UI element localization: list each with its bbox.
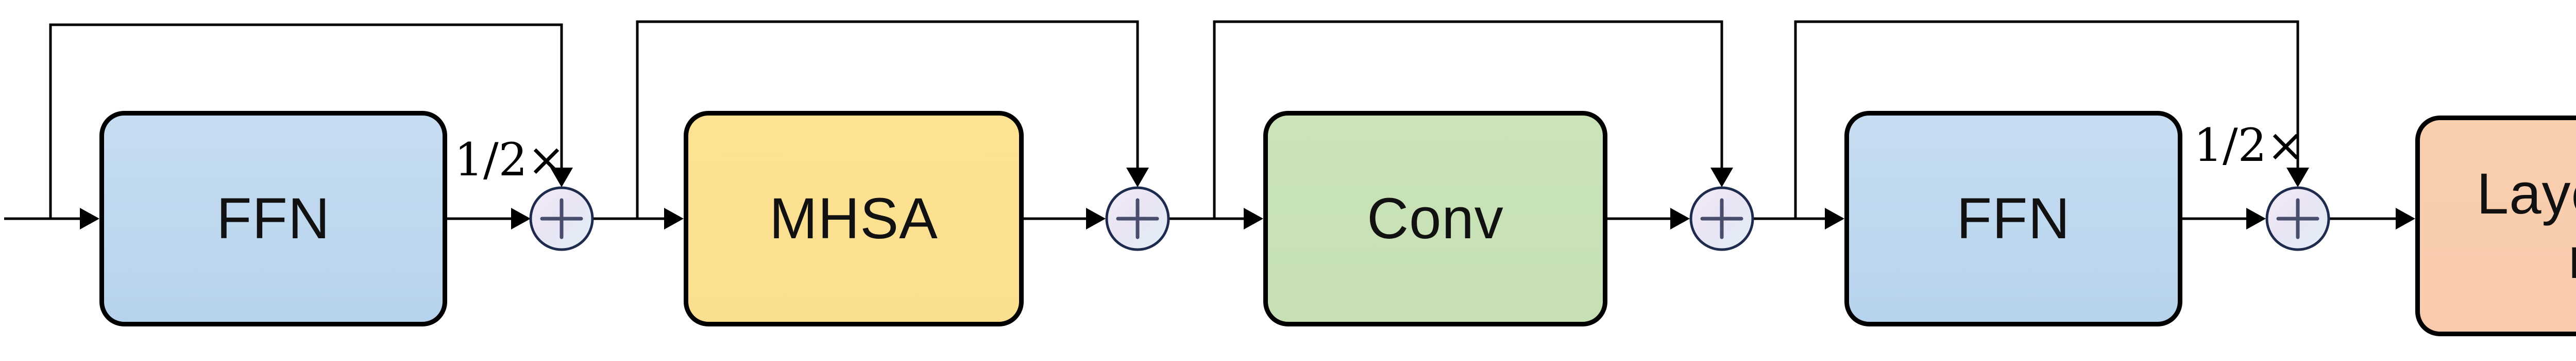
block-mhsa: MHSA: [684, 111, 1024, 326]
scale-factor-label-1: 1/2×: [454, 133, 566, 186]
add-operator-icon: [1700, 198, 1743, 239]
block-layernorm: Layernorm: [2415, 116, 2576, 336]
block-ffn-2: FFN: [1844, 111, 2182, 326]
skip-connection-3: [1213, 20, 1723, 219]
skip-connection-2: [636, 20, 1139, 219]
block-ffn-1-label: FFN: [216, 186, 330, 251]
block-conv-label: Conv: [1367, 186, 1504, 251]
adder-node-1: [529, 186, 594, 251]
block-layernorm-label: Layernorm: [2477, 161, 2576, 291]
add-operator-icon: [540, 198, 583, 239]
layernorm-label-line-1: Layernor: [2476, 161, 2576, 226]
skip-connection-4: [1794, 20, 2299, 219]
add-operator-icon: [2276, 198, 2319, 239]
skip-arrowheads: [550, 168, 2309, 187]
add-operator-icon: [1116, 198, 1159, 239]
block-conv: Conv: [1263, 111, 1607, 326]
skip-connection-1: [49, 23, 563, 219]
adder-node-3: [1689, 186, 1754, 251]
flow-arrowheads: [80, 208, 2415, 229]
adder-node-4: [2265, 186, 2330, 251]
block-mhsa-label: MHSA: [769, 186, 938, 251]
scale-factor-label-2: 1/2×: [2194, 119, 2305, 172]
adder-node-2: [1105, 186, 1170, 251]
block-ffn-1: FFN: [99, 111, 447, 326]
layernorm-label-line-2: m: [2568, 226, 2576, 290]
block-ffn-2-label: FFN: [1956, 186, 2071, 251]
